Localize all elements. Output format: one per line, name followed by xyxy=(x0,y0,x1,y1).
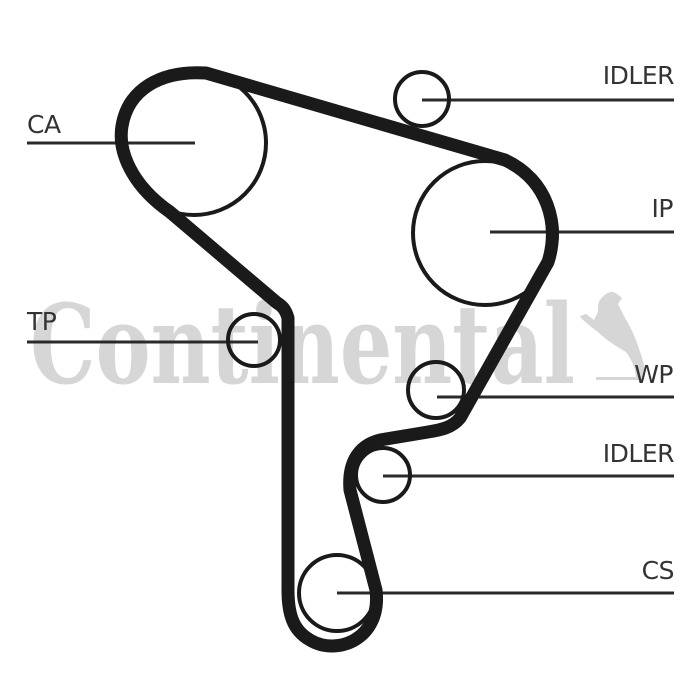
watermark-text: Continental xyxy=(30,280,575,409)
label-idler-top: IDLER xyxy=(602,61,675,90)
label-cs: CS xyxy=(641,556,675,585)
label-tp: TP xyxy=(27,307,57,336)
pulley-wp xyxy=(406,360,466,420)
label-ca: CA xyxy=(27,110,61,139)
label-wp: WP xyxy=(634,360,673,389)
label-idler-bottom: IDLER xyxy=(602,439,675,468)
pulley-tp xyxy=(226,312,282,368)
leader-lines xyxy=(27,98,674,595)
timing-belt xyxy=(114,66,559,653)
pulley-idler-top xyxy=(393,70,451,128)
horse-logo-icon xyxy=(580,292,645,380)
label-ip: IP xyxy=(651,194,674,223)
horse-base xyxy=(596,377,642,380)
continental-watermark: Continental xyxy=(30,280,645,409)
